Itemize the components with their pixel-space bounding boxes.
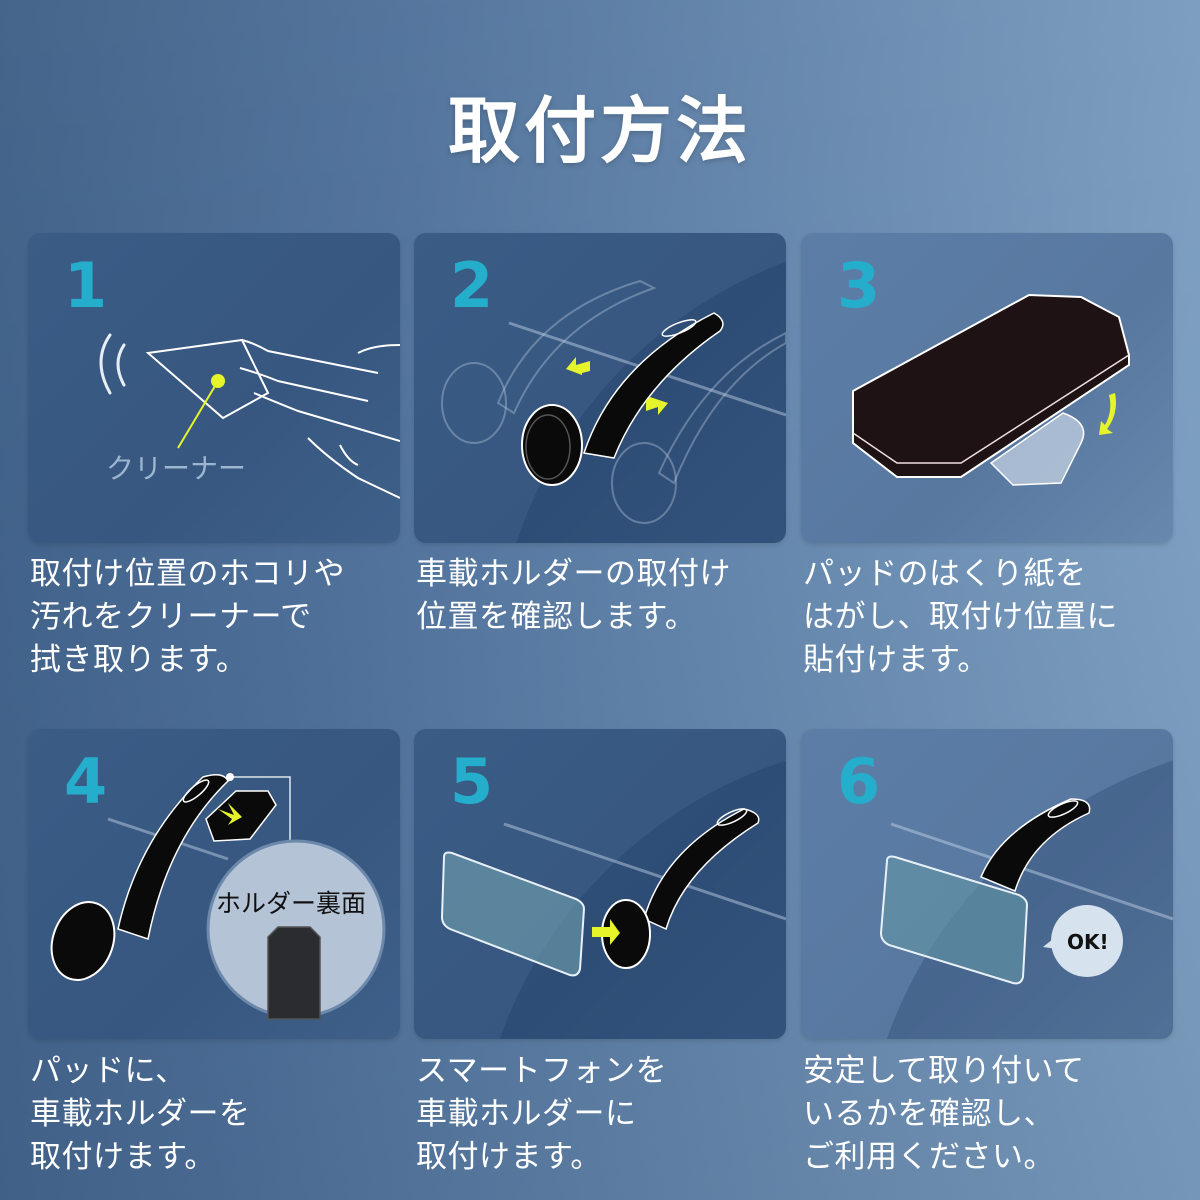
step-3-card: 3 xyxy=(801,233,1173,543)
pointer-dot xyxy=(211,374,225,388)
holder-position-illustration xyxy=(441,279,786,524)
step-number: 2 xyxy=(450,249,494,322)
attach-smartphone-illustration xyxy=(440,808,786,977)
ghost-holder-right xyxy=(611,331,786,524)
motion-lines-icon xyxy=(99,333,126,395)
step-3-description: パッドのはくり紙を はがし、取付け位置に 貼付けます。 xyxy=(803,556,1118,678)
holder-icon xyxy=(521,312,724,486)
step-5-description: スマートフォンを 車載ホルダーに 取付けます。 xyxy=(416,1053,668,1175)
arrow-right-icon xyxy=(592,919,620,945)
holder-icon xyxy=(601,808,760,969)
adhesive-pad-icon xyxy=(852,293,1130,478)
step-5-card: 5 xyxy=(414,729,786,1039)
step-1-description: 取付け位置のホコリや 汚れをクリーナーで 拭き取ります。 xyxy=(30,556,345,678)
holder-icon xyxy=(980,798,1091,893)
release-liner-icon xyxy=(989,412,1085,486)
step-4-description: パッドに、 車載ホルダーを 取付けます。 xyxy=(30,1053,251,1175)
arrow-left-icon xyxy=(566,357,590,375)
step-number: 3 xyxy=(837,249,881,322)
peel-pad-illustration xyxy=(852,293,1130,486)
hand-icon xyxy=(239,339,400,499)
holder-back-icon xyxy=(267,926,321,1020)
ghost-holder-left xyxy=(441,279,657,444)
step-2-description: 車載ホルダーの取付け 位置を確認します。 xyxy=(416,556,731,635)
cleaner-wipe-illustration: クリーナー xyxy=(99,333,400,499)
step-number: 1 xyxy=(64,249,108,322)
smartphone-icon xyxy=(440,851,586,977)
ok-label: OK! xyxy=(1067,930,1109,954)
attach-holder-illustration: ホルダー裏面 xyxy=(50,773,386,1020)
step-2-card: 2 xyxy=(414,233,786,543)
ok-speech-bubble: OK! xyxy=(1043,905,1123,977)
holder-icon xyxy=(50,774,229,981)
page-title: 取付方法 xyxy=(447,89,752,173)
arrow-right-icon xyxy=(646,397,668,415)
curved-arrow-icon xyxy=(1099,393,1116,435)
arrow-right-icon xyxy=(218,803,242,825)
step-6-card: 6 OK! xyxy=(801,729,1173,1039)
step-number: 4 xyxy=(64,745,108,818)
step-4-card: 4 ホルダー裏面 xyxy=(28,729,400,1039)
holder-back-label: ホルダー裏面 xyxy=(216,889,366,918)
step-1-card: 1 クリーナー xyxy=(28,233,400,543)
check-stability-illustration: OK! xyxy=(879,798,1173,985)
step-6-description: 安定して取り付いて いるかを確認し、 ご利用ください。 xyxy=(803,1053,1085,1175)
step-number: 6 xyxy=(837,745,881,818)
cleaner-cloth-icon xyxy=(145,338,270,420)
smartphone-icon xyxy=(879,855,1029,985)
cleaner-callout-label: クリーナー xyxy=(106,452,246,485)
step-number: 5 xyxy=(450,745,494,818)
